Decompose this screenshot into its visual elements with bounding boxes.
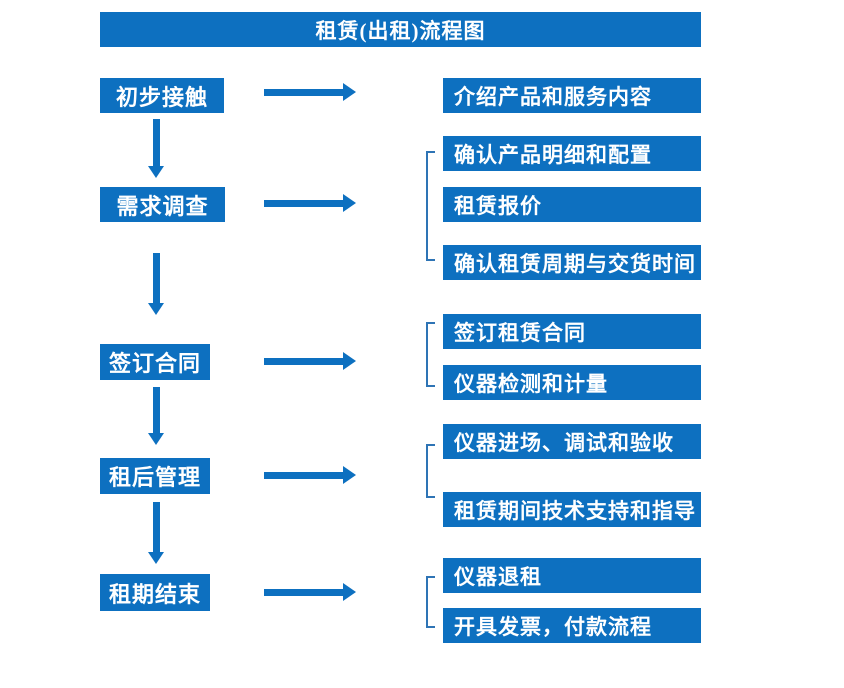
stage-box-initial-contact: 初步接触 (100, 78, 224, 113)
group-bracket (426, 444, 435, 498)
stage-box-post-rental-management: 租后管理 (100, 458, 210, 494)
detail-box-instrument-testing: 仪器检测和计量 (443, 365, 701, 400)
right-arrow-icon (264, 194, 356, 212)
group-bracket (426, 151, 435, 261)
detail-box-technical-support: 租赁期间技术支持和指导 (443, 492, 701, 527)
group-bracket (426, 576, 435, 628)
right-arrow-icon (264, 352, 356, 370)
stage-box-contract-signing: 签订合同 (100, 344, 210, 380)
down-arrow-icon (148, 119, 165, 178)
detail-box-introduce-products: 介绍产品和服务内容 (443, 78, 701, 113)
detail-box-confirm-period-delivery: 确认租赁周期与交货时间 (443, 245, 701, 280)
stage-box-rental-end: 租期结束 (100, 574, 210, 611)
down-arrow-icon (148, 387, 165, 445)
flowchart-title: 租赁(出租)流程图 (100, 12, 701, 47)
detail-box-rental-quote: 租赁报价 (443, 187, 701, 222)
detail-box-sign-rental-contract: 签订租赁合同 (443, 314, 701, 349)
right-arrow-icon (264, 583, 356, 601)
detail-box-instrument-acceptance: 仪器进场、调试和验收 (443, 424, 701, 459)
down-arrow-icon (148, 253, 165, 315)
detail-box-confirm-product-config: 确认产品明细和配置 (443, 136, 701, 171)
detail-box-invoice-payment: 开具发票，付款流程 (443, 608, 701, 643)
right-arrow-icon (264, 466, 356, 484)
down-arrow-icon (148, 502, 165, 564)
right-arrow-icon (264, 83, 356, 101)
stage-box-demand-survey: 需求调查 (100, 187, 225, 222)
detail-box-instrument-return: 仪器退租 (443, 558, 701, 593)
group-bracket (426, 322, 435, 387)
